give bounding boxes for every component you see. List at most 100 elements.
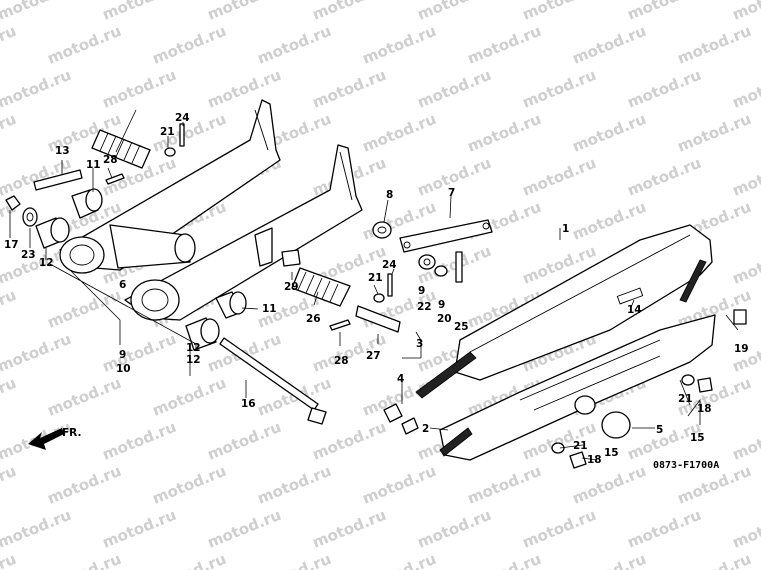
watermark-text: motod.ru: [45, 374, 124, 420]
collar-29: [281, 249, 301, 267]
watermark-text: motod.ru: [675, 110, 754, 156]
watermark-text: motod.ru: [465, 198, 544, 244]
pivot-cross-tube: [109, 224, 196, 269]
watermark-text: motod.ru: [255, 462, 334, 508]
watermark-text: motod.ru: [730, 0, 761, 24]
callout-labels: 1 2 3 4 5 6 7 8 9 10 11 11 12 12 13 14 1…: [4, 112, 749, 466]
callout: 9: [438, 299, 445, 311]
watermark-text: motod.ru: [205, 66, 284, 112]
watermark-text: motod.ru: [255, 22, 334, 68]
callout: 21: [368, 272, 383, 284]
bolt-18a: [697, 377, 713, 393]
callout: 16: [241, 398, 256, 410]
watermark-text: motod.ru: [310, 0, 389, 24]
watermark-text: motod.ru: [310, 66, 389, 112]
watermark-text: motod.ru: [625, 154, 704, 200]
watermark-text: motod.ru: [570, 22, 649, 68]
callout: 1: [562, 223, 569, 235]
pin-24b: [387, 273, 393, 297]
watermark-text: motod.ru: [45, 462, 124, 508]
watermark-text: motod.ru: [150, 22, 229, 68]
callout: 17: [4, 239, 19, 251]
watermark-text: motod.ru: [0, 506, 74, 552]
watermark-text: motod.ru: [570, 110, 649, 156]
pin-24a: [179, 123, 185, 147]
footpeg-rubber-upper[interactable]: [91, 129, 151, 169]
callout: 15: [690, 432, 705, 444]
callout: 21: [573, 440, 588, 452]
watermark-text: motod.ru: [465, 550, 544, 570]
watermark-text: motod.ru: [625, 66, 704, 112]
footpeg-rubber-26[interactable]: [291, 267, 351, 307]
watermark-text: motod.ru: [415, 66, 494, 112]
washer-21c: [373, 293, 385, 303]
bolt-18b: [569, 451, 587, 469]
bolt-19: [733, 309, 747, 325]
watermark-text: motod.ru: [150, 550, 229, 570]
callout: 12: [186, 342, 201, 354]
callout: 23: [21, 249, 36, 261]
pivot-bushing-12b: [185, 317, 220, 351]
callout: 22: [417, 301, 432, 313]
chain-case-1: [454, 224, 713, 381]
watermark-text: motod.ru: [360, 110, 439, 156]
diagram-code: 0873-F1700A: [653, 460, 719, 471]
pivot-bushing-12a: [35, 217, 70, 249]
watermark-text: motod.ru: [0, 550, 19, 570]
watermark-text: motod.ru: [0, 110, 19, 156]
callout: 20: [437, 313, 452, 325]
washer-21d: [164, 147, 176, 157]
callout: 2: [422, 423, 429, 435]
rubber-strip-13: [33, 169, 83, 191]
watermark-text: motod.ru: [570, 198, 649, 244]
callout: 6: [119, 279, 126, 291]
callout: 18: [587, 454, 602, 466]
callout: 11: [86, 159, 101, 171]
callout: 12: [39, 257, 54, 269]
watermark-text: motod.ru: [45, 286, 124, 332]
callout: 4: [397, 373, 404, 385]
swingarm-front: [124, 144, 363, 321]
callout: 12: [186, 354, 201, 366]
nut-17: [5, 195, 21, 211]
watermark-text: motod.ru: [570, 550, 649, 570]
callout: 8: [386, 189, 393, 201]
watermark-text: motod.ru: [150, 374, 229, 420]
watermark-text: motod.ru: [520, 154, 599, 200]
watermark-text: motod.ru: [100, 0, 179, 24]
watermark-text: motod.ru: [520, 506, 599, 552]
watermark-text: motod.ru: [100, 330, 179, 376]
watermark-text: motod.ru: [150, 462, 229, 508]
axle-bolt-16: [219, 337, 327, 425]
watermark-text: motod.ru: [415, 506, 494, 552]
callout: 28: [103, 154, 118, 166]
watermark-text: motod.ru: [0, 22, 19, 68]
bolt-25: [455, 251, 463, 283]
watermark-text: motod.ru: [360, 550, 439, 570]
washer-21a: [681, 374, 695, 386]
spring-8: [372, 221, 392, 239]
watermark-text: motod.ru: [0, 66, 74, 112]
washer-21b: [551, 442, 565, 454]
watermark-text: motod.ru: [310, 506, 389, 552]
inspection-plug-5: [601, 411, 631, 439]
watermark-text: motod.ru: [205, 506, 284, 552]
callout: 21: [160, 126, 175, 138]
drive-chain-3: [415, 259, 707, 457]
watermark-text: motod.ru: [625, 0, 704, 24]
pin-28b: [105, 173, 125, 185]
watermark-text: motod.ru: [730, 242, 761, 288]
watermark-text: motod.ru: [465, 462, 544, 508]
watermark-text: motod.ru: [310, 418, 389, 464]
watermark-text: motod.ru: [520, 66, 599, 112]
washer-23: [22, 207, 38, 227]
callout: 15: [604, 447, 619, 459]
watermark-text: motod.ru: [465, 22, 544, 68]
leader-lines: [9, 109, 739, 461]
callout: 28: [334, 355, 349, 367]
watermark-text: motod.ru: [360, 22, 439, 68]
callout: 18: [697, 403, 712, 415]
watermark-text: motod.ru: [730, 506, 761, 552]
